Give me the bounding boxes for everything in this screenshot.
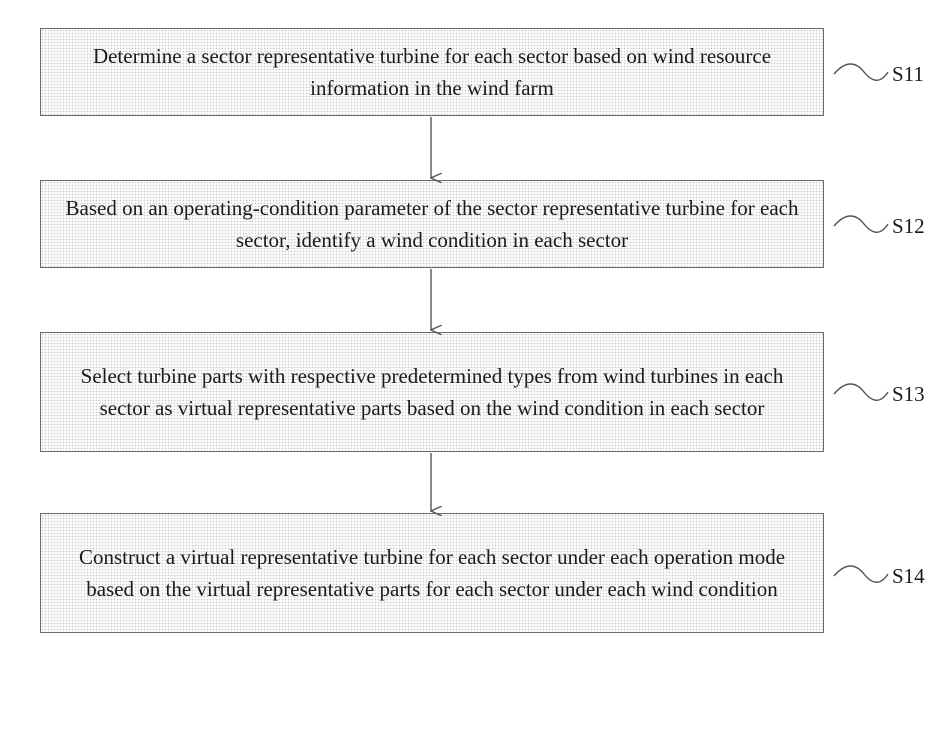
step-label-s14: S14 (892, 564, 925, 588)
step-box-s13: Select turbine parts with respective pre… (40, 332, 824, 452)
leader-s14 (834, 566, 888, 582)
step-text-s14: Construct a virtual representative turbi… (61, 541, 803, 605)
step-text-s12: Based on an operating-condition paramete… (61, 192, 803, 256)
step-box-s14: Construct a virtual representative turbi… (40, 513, 824, 633)
step-text-s13: Select turbine parts with respective pre… (61, 360, 803, 424)
step-box-s11: Determine a sector representative turbin… (40, 28, 824, 116)
step-text-s11: Determine a sector representative turbin… (61, 40, 803, 104)
leader-s12 (834, 216, 888, 232)
leader-s11 (834, 64, 888, 80)
leader-s13 (834, 384, 888, 400)
step-box-s12: Based on an operating-condition paramete… (40, 180, 824, 268)
step-label-s13: S13 (892, 382, 925, 406)
step-label-s11: S11 (892, 62, 924, 86)
step-label-s12: S12 (892, 214, 925, 238)
